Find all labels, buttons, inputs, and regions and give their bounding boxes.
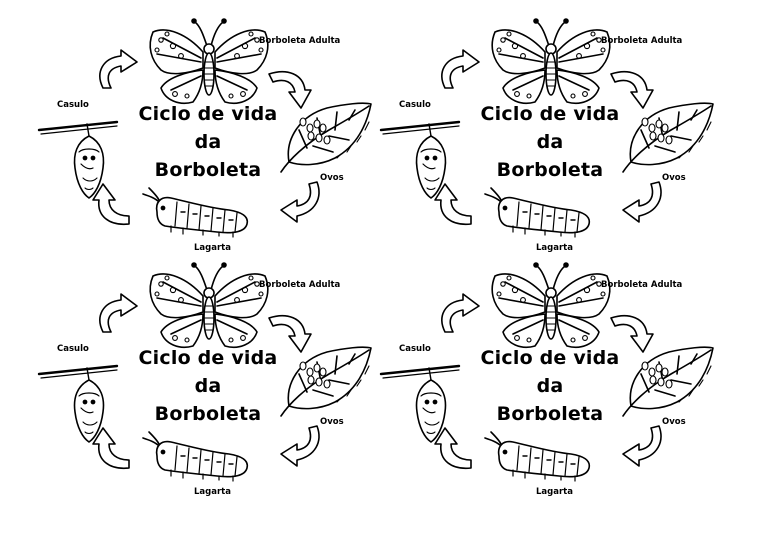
- caterpillar-icon: [143, 188, 247, 237]
- cycle-arrow-icon: [281, 426, 319, 466]
- title-line-1: Ciclo de vida: [133, 100, 283, 128]
- cycle-arrow-icon: [623, 426, 661, 466]
- title-line-3: Borboleta: [475, 400, 625, 428]
- label-eggs: Ovos: [320, 173, 344, 183]
- label-eggs: Ovos: [662, 173, 686, 183]
- label-chrysalis: Casulo: [57, 344, 89, 354]
- cycle-arrow-icon: [100, 50, 137, 88]
- caterpillar-icon: [485, 432, 589, 481]
- label-caterpillar: Lagarta: [194, 243, 231, 253]
- title-line-1: Ciclo de vida: [475, 100, 625, 128]
- label-adult-butterfly: Borboleta Adulta: [259, 280, 340, 290]
- leaf-with-eggs-icon: [281, 347, 371, 416]
- lifecycle-panel: Ciclo de vida da Borboleta Borboleta Adu…: [37, 256, 382, 496]
- label-eggs: Ovos: [662, 417, 686, 427]
- label-caterpillar: Lagarta: [536, 243, 573, 253]
- lifecycle-title: Ciclo de vida da Borboleta: [475, 344, 625, 428]
- lifecycle-panel: Ciclo de vida da Borboleta Borboleta Adu…: [379, 12, 724, 252]
- title-line-3: Borboleta: [475, 156, 625, 184]
- label-chrysalis: Casulo: [399, 100, 431, 110]
- label-caterpillar: Lagarta: [194, 487, 231, 497]
- label-caterpillar: Lagarta: [536, 487, 573, 497]
- title-line-3: Borboleta: [133, 400, 283, 428]
- leaf-with-eggs-icon: [281, 103, 371, 172]
- label-adult-butterfly: Borboleta Adulta: [601, 280, 682, 290]
- title-line-2: da: [133, 372, 283, 400]
- butterfly-icon: [492, 263, 610, 347]
- label-adult-butterfly: Borboleta Adulta: [601, 36, 682, 46]
- label-eggs: Ovos: [320, 417, 344, 427]
- butterfly-icon: [150, 19, 268, 103]
- lifecycle-title: Ciclo de vida da Borboleta: [475, 100, 625, 184]
- lifecycle-title: Ciclo de vida da Borboleta: [133, 100, 283, 184]
- lifecycle-panel: Ciclo de vida da Borboleta Borboleta Adu…: [37, 12, 382, 252]
- butterfly-icon: [492, 19, 610, 103]
- title-line-1: Ciclo de vida: [133, 344, 283, 372]
- caterpillar-icon: [143, 432, 247, 481]
- cycle-arrow-icon: [435, 184, 471, 224]
- title-line-3: Borboleta: [133, 156, 283, 184]
- title-line-2: da: [475, 372, 625, 400]
- lifecycle-panel: Ciclo de vida da Borboleta Borboleta Adu…: [379, 256, 724, 496]
- leaf-with-eggs-icon: [623, 347, 713, 416]
- cycle-arrow-icon: [93, 184, 129, 224]
- label-chrysalis: Casulo: [57, 100, 89, 110]
- butterfly-icon: [150, 263, 268, 347]
- title-line-2: da: [133, 128, 283, 156]
- caterpillar-icon: [485, 188, 589, 237]
- title-line-2: da: [475, 128, 625, 156]
- cycle-arrow-icon: [442, 50, 479, 88]
- cycle-arrow-icon: [435, 428, 471, 468]
- cycle-arrow-icon: [100, 294, 137, 332]
- cycle-arrow-icon: [442, 294, 479, 332]
- leaf-with-eggs-icon: [623, 103, 713, 172]
- lifecycle-title: Ciclo de vida da Borboleta: [133, 344, 283, 428]
- cycle-arrow-icon: [93, 428, 129, 468]
- title-line-1: Ciclo de vida: [475, 344, 625, 372]
- label-chrysalis: Casulo: [399, 344, 431, 354]
- label-adult-butterfly: Borboleta Adulta: [259, 36, 340, 46]
- cycle-arrow-icon: [281, 182, 319, 222]
- cycle-arrow-icon: [623, 182, 661, 222]
